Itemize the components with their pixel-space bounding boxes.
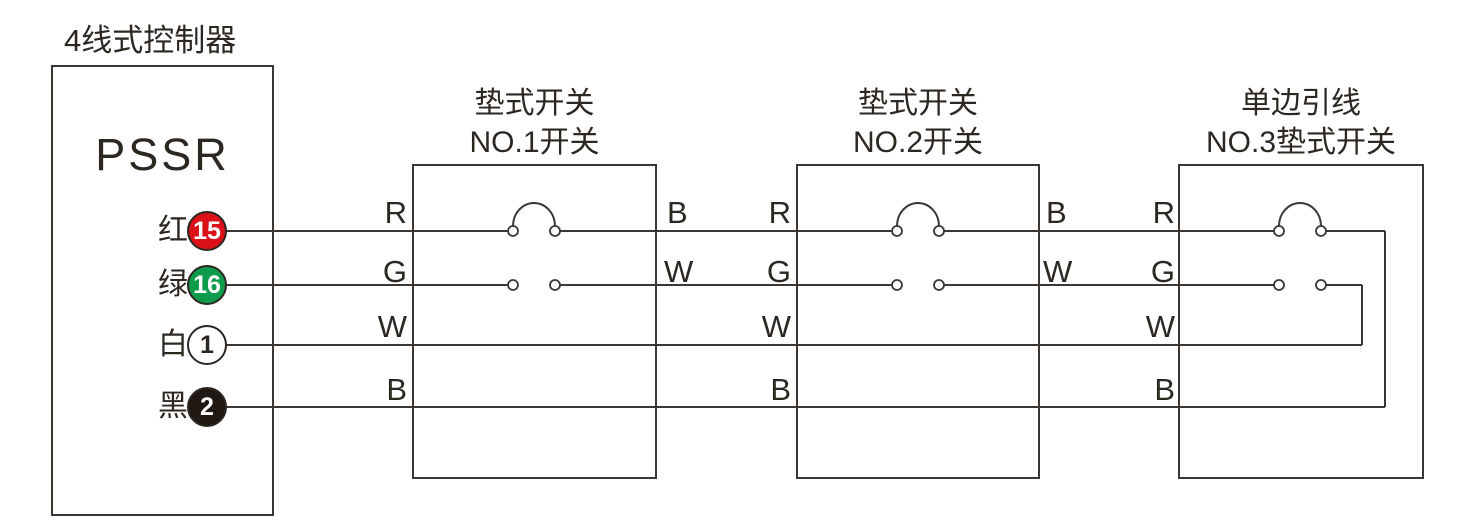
switch2-title-line1: 垫式开关 [858, 87, 978, 120]
wire-label-post2-r1: B [1046, 195, 1067, 230]
terminal-black-pin-badge: 2 [187, 387, 227, 427]
terminal-white-label: 白 [158, 328, 188, 361]
wire-label-pre2-r1: R [768, 195, 791, 230]
switch3-title-line2: NO.3垫式开关 [1205, 126, 1397, 159]
switch1-contact-dot [507, 279, 519, 291]
switch1-box [412, 164, 657, 479]
terminal-red-pin-badge: 15 [187, 211, 227, 251]
terminal-green-label: 绿 [158, 268, 188, 301]
terminal-white-pin-badge: 1 [187, 325, 227, 365]
wire-label-pre1-r4: B [386, 372, 407, 407]
wire-label-pre2-r2: G [766, 254, 791, 289]
terminal-green-pin-badge: 16 [187, 265, 227, 305]
wire-label-pre3-r2: G [1150, 254, 1175, 289]
switch1-title: 垫式开关 NO.1开关 [412, 84, 657, 162]
switch3-contact-dot [1315, 279, 1327, 291]
switch3-title: 单边引线 NO.3垫式开关 [1178, 84, 1424, 162]
switch1-contact-dot [507, 225, 519, 237]
switch2-contact-dot [891, 279, 903, 291]
switch2-title: 垫式开关 NO.2开关 [796, 84, 1040, 162]
wire-label-pre1-r3: W [377, 309, 407, 344]
wire-label-post1-r2: W [664, 254, 694, 289]
wire-label-pre3-r1: R [1152, 195, 1175, 230]
terminal-black-label: 黑 [158, 390, 188, 423]
switch2-contact-arc [896, 202, 940, 227]
wire-label-post2-r2: W [1043, 254, 1073, 289]
wire-label-pre2-r3: W [761, 309, 791, 344]
wire-label-post1-r1: B [667, 195, 688, 230]
switch2-contact-dot [891, 225, 903, 237]
wire-label-pre2-r4: B [770, 372, 791, 407]
switch3-contact-arc [1278, 202, 1322, 227]
switch1-title-line1: 垫式开关 [474, 87, 595, 120]
switch2-contact-dot [933, 225, 945, 237]
wire-label-pre1-r2: G [382, 254, 407, 289]
switch2-contact-dot [933, 279, 945, 291]
switch1-title-line2: NO.1开关 [469, 126, 600, 159]
switch1-contact-dot [549, 225, 561, 237]
wire-label-pre1-r1: R [384, 195, 407, 230]
switch3-contact-dot [1273, 225, 1285, 237]
switch3-box [1178, 164, 1424, 479]
diagram-title: 4线式控制器 [64, 23, 237, 58]
switch1-contact-arc [512, 202, 556, 227]
switch3-contact-dot [1273, 279, 1285, 291]
controller-box [51, 65, 274, 516]
wire-label-pre3-r3: W [1145, 309, 1175, 344]
switch2-box [796, 164, 1040, 479]
terminal-red-label: 红 [158, 214, 188, 247]
controller-label: PSSR [95, 129, 230, 180]
switch1-contact-dot [549, 279, 561, 291]
switch2-title-line2: NO.2开关 [852, 126, 984, 159]
switch3-contact-dot [1315, 225, 1327, 237]
wire-label-pre3-r4: B [1154, 372, 1175, 407]
switch3-title-line1: 单边引线 [1241, 87, 1361, 120]
